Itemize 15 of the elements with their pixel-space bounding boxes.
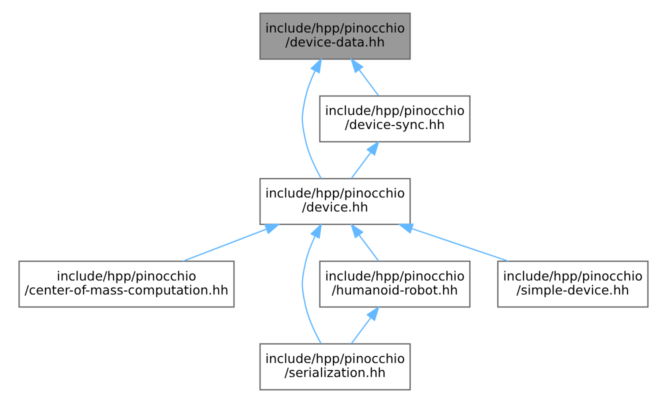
- node-box: include/hpp/pinocchio /humanoid-robot.hh: [318, 260, 470, 308]
- arrow: [350, 140, 380, 179]
- arrow: [397, 224, 508, 262]
- node-box: include/hpp/pinocchio /device-sync.hh: [318, 95, 470, 142]
- arrow: [301, 222, 322, 344]
- arrow: [301, 58, 322, 179]
- node-box: include/hpp/pinocchio /device-data.hh: [258, 12, 410, 60]
- node-box: include/hpp/pinocchio /serialization.hh: [258, 343, 410, 390]
- arrow: [350, 58, 379, 96]
- node-box: include/hpp/pinocchio /center-of-mass-computation.hh: [18, 260, 234, 308]
- arrow: [182, 224, 280, 262]
- node-box: include/hpp/pinocchio /simple-device.hh: [496, 260, 648, 308]
- node-box: include/hpp/pinocchio /device.hh: [258, 178, 410, 226]
- arrow: [350, 306, 380, 344]
- arrow: [350, 223, 379, 262]
